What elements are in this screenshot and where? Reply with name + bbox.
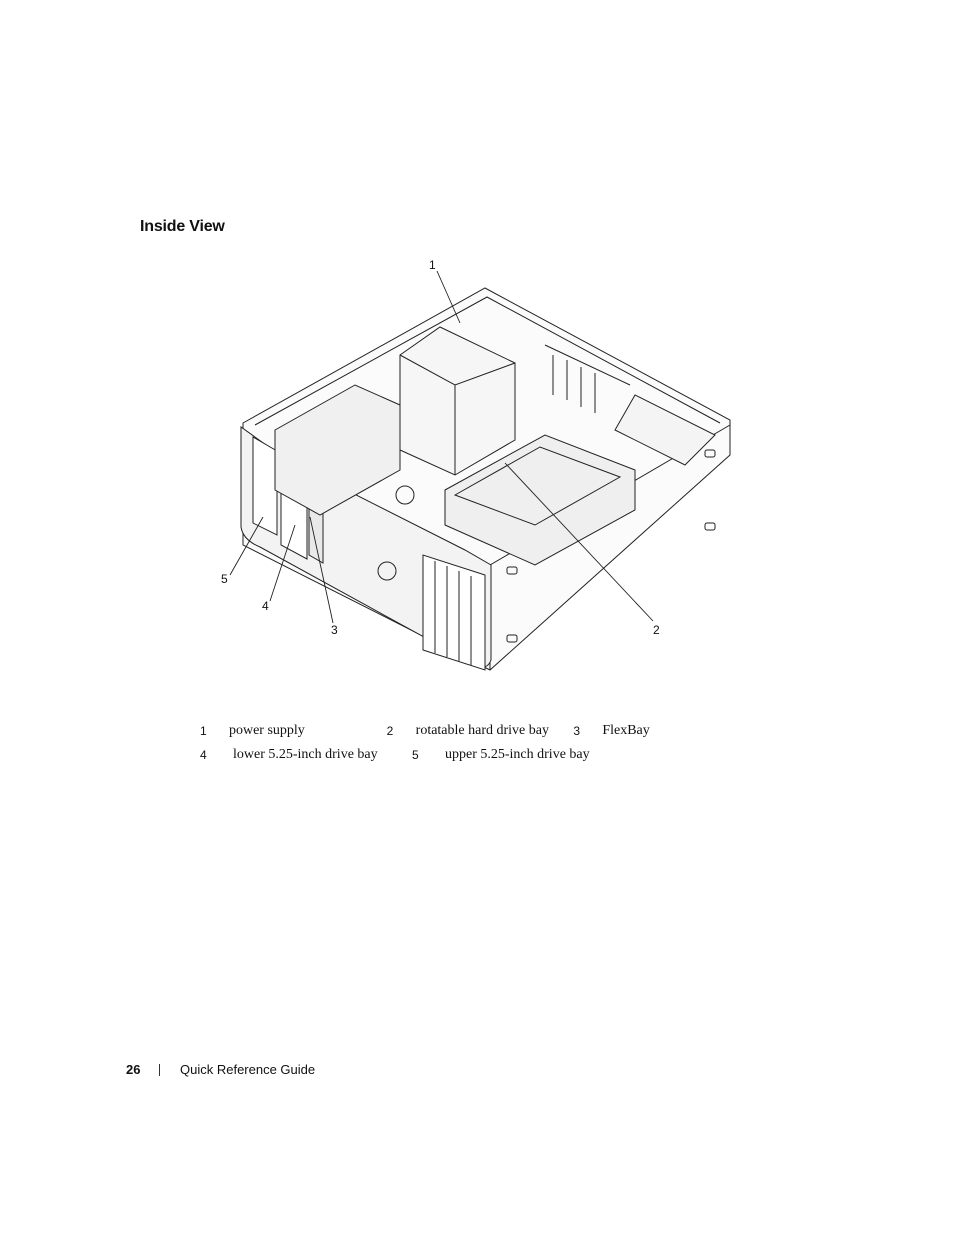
callout-1: 1 — [429, 258, 436, 272]
legend-text: lower 5.25-inch drive bay — [233, 747, 378, 762]
computer-inside-view-illustration: 1 2 3 4 5 — [215, 255, 735, 685]
legend-number: 5 — [412, 748, 419, 762]
document-title: Quick Reference Guide — [180, 1062, 316, 1077]
legend-row: 1 power supply 2 rotatable hard drive ba… — [196, 719, 756, 743]
legend-number: 4 — [200, 748, 207, 762]
callout-4: 4 — [262, 599, 269, 613]
callout-2: 2 — [653, 623, 660, 637]
legend-text: FlexBay — [602, 723, 650, 738]
legend-row: 4 lower 5.25-inch drive bay 5 upper 5.25… — [196, 743, 756, 767]
page-footer: 26 Quick Reference Guide — [126, 1062, 315, 1077]
legend-number: 1 — [200, 724, 207, 738]
footer-divider — [159, 1063, 160, 1076]
legend-text: power supply — [228, 723, 305, 738]
callout-legend: 1 power supply 2 rotatable hard drive ba… — [196, 719, 756, 767]
callout-5: 5 — [221, 572, 228, 586]
page-number: 26 — [126, 1062, 141, 1077]
legend-text: upper 5.25-inch drive bay — [445, 747, 590, 762]
chassis-drawing: 1 2 3 4 5 — [221, 258, 731, 671]
legend-number: 2 — [386, 724, 394, 738]
legend-text: rotatable hard drive bay — [415, 723, 549, 738]
legend-number: 3 — [573, 724, 581, 738]
section-title: Inside View — [140, 218, 225, 235]
callout-3: 3 — [331, 623, 338, 637]
